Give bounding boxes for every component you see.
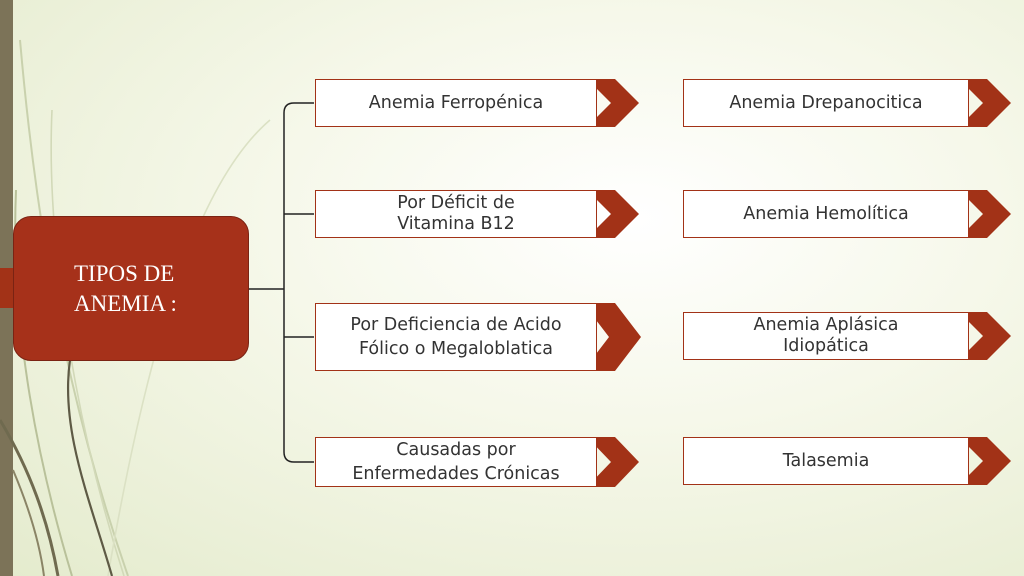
anemia-hemolitica-node: Anemia Hemolítica — [683, 190, 1011, 238]
root-label-line1: TIPOS DE — [74, 260, 175, 286]
chevron-right-icon — [583, 303, 641, 371]
deficit-vitamina-b12-box: Por Déficit de Vitamina B12 — [315, 190, 597, 238]
root-label-line2: ANEMIA : — [74, 290, 177, 316]
chevron-right-icon — [959, 190, 1011, 238]
anemia-ferropenica-node: Anemia Ferropénica — [315, 79, 640, 127]
chevron-right-icon — [587, 79, 639, 127]
talasemia-label: Talasemia — [782, 450, 870, 471]
deficiencia-acido-folico-label-line2: Fólico o Megaloblatica — [358, 339, 554, 359]
enfermedades-cronicas-label-line1: Causadas por — [396, 440, 516, 460]
anemia-ferropenica-box: Anemia Ferropénica — [315, 79, 597, 127]
deficit-vitamina-b12-label-line1: Por Déficit de — [397, 193, 515, 213]
deficit-vitamina-b12-node: Por Déficit de Vitamina B12 — [315, 190, 640, 238]
root-node-tipos-de-anemia: TIPOS DE ANEMIA : — [13, 216, 249, 361]
chevron-right-icon — [587, 437, 639, 487]
anemia-hemolitica-label: Anemia Hemolítica — [743, 203, 909, 224]
deficiencia-acido-folico-box: Por Deficiencia de Acido Fólico o Megalo… — [315, 303, 597, 371]
anemia-hemolitica-box: Anemia Hemolítica — [683, 190, 969, 238]
anemia-aplasica-label-line2: Idiopática — [783, 336, 869, 356]
anemia-aplasica-node: Anemia Aplásica Idiopática — [683, 312, 1011, 360]
deficiencia-acido-folico-node: Por Deficiencia de Acido Fólico o Megalo… — [315, 303, 641, 371]
connector-bracket — [249, 102, 314, 463]
enfermedades-cronicas-label-line2: Enfermedades Crónicas — [352, 464, 560, 484]
anemia-aplasica-box: Anemia Aplásica Idiopática — [683, 312, 969, 360]
enfermedades-cronicas-node: Causadas por Enfermedades Crónicas — [315, 437, 641, 487]
anemia-drepanocitica-box: Anemia Drepanocitica — [683, 79, 969, 127]
chevron-right-icon — [959, 79, 1011, 127]
anemia-aplasica-label-line1: Anemia Aplásica — [753, 315, 899, 335]
deficiencia-acido-folico-label-line1: Por Deficiencia de Acido — [350, 315, 562, 335]
enfermedades-cronicas-box: Causadas por Enfermedades Crónicas — [315, 437, 597, 487]
chevron-right-icon — [959, 312, 1011, 360]
deficit-vitamina-b12-label-line2: Vitamina B12 — [397, 214, 515, 234]
chevron-right-icon — [959, 437, 1011, 485]
anemia-drepanocitica-label: Anemia Drepanocitica — [729, 92, 923, 113]
chevron-right-icon — [587, 190, 639, 238]
anemia-drepanocitica-node: Anemia Drepanocitica — [683, 79, 1011, 127]
talasemia-box: Talasemia — [683, 437, 969, 485]
left-sidebar-accent — [0, 268, 13, 308]
talasemia-node: Talasemia — [683, 437, 1011, 485]
anemia-ferropenica-label: Anemia Ferropénica — [368, 92, 544, 113]
